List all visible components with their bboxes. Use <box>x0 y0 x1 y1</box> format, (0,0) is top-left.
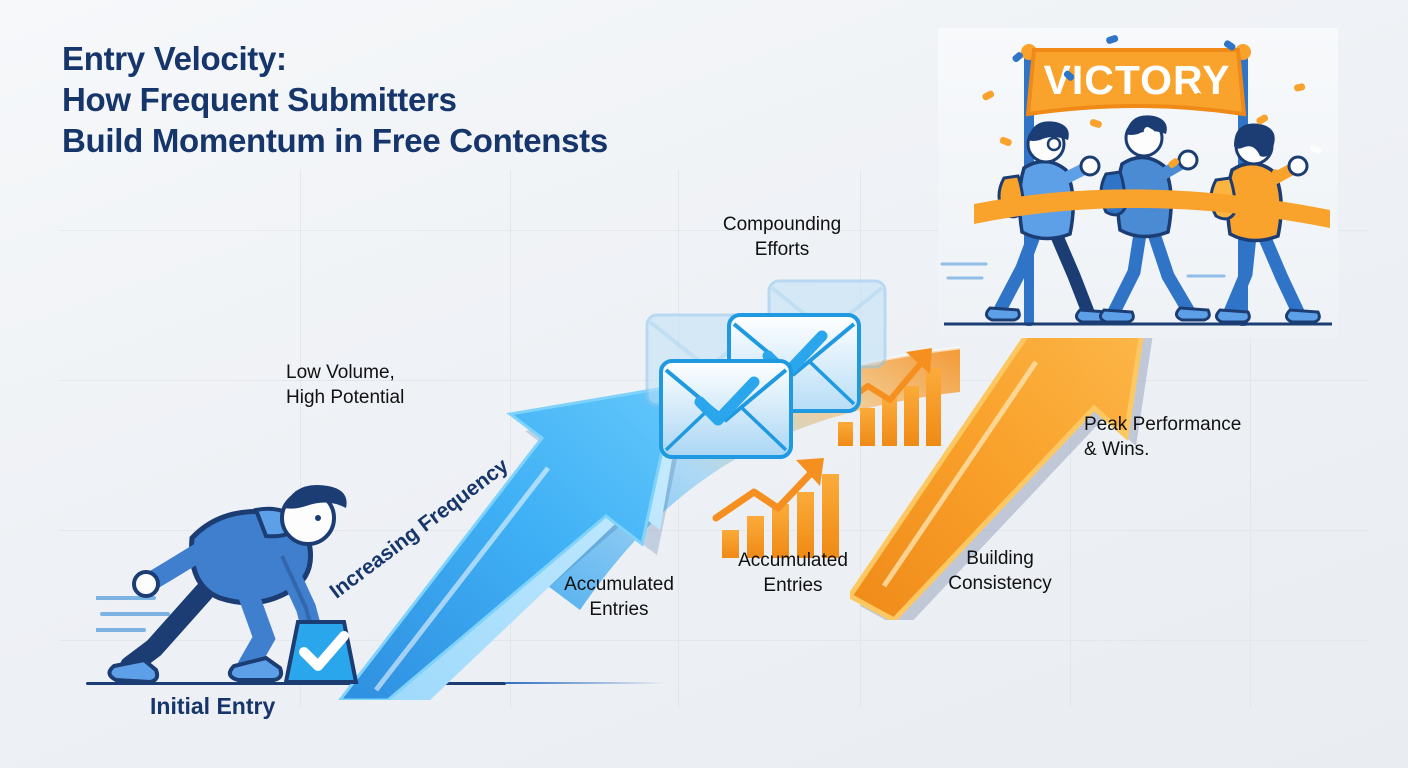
page-title: Entry Velocity: How Frequent Submitters … <box>62 38 608 161</box>
bar-chart-growth-icon-upper <box>826 342 946 451</box>
accumulated-entries-label-1: Accumulated Entries <box>564 574 674 620</box>
low-volume-label: Low Volume, High Potential <box>286 362 405 408</box>
finish-ribbon <box>974 189 1330 228</box>
envelope-check-icon-lower <box>658 358 794 460</box>
orange-growth-arrow-icon <box>850 274 1160 620</box>
runner-1 <box>985 121 1111 324</box>
title-line-3: Build Momentum in Free Contensts <box>62 122 608 159</box>
check-box-icon <box>283 620 359 684</box>
baseline-fade <box>506 682 666 684</box>
compounding-efforts-label: Compounding Efforts <box>722 214 842 260</box>
peak-performance-label: Peak Performance & Wins. <box>1084 414 1242 460</box>
title-line-1: Entry Velocity: <box>62 40 287 77</box>
initial-entry-label: Initial Entry <box>150 693 276 719</box>
title-line-2: How Frequent Submitters <box>62 81 457 118</box>
blue-growth-arrow-icon <box>338 384 689 700</box>
building-consistency-label: Building Consistency <box>948 548 1052 594</box>
confetti-icon <box>982 35 1322 178</box>
victory-scene: VICTORY <box>938 28 1338 338</box>
runner-2 <box>1099 115 1211 324</box>
accumulated-entries-label-2: Accumulated Entries <box>738 550 848 596</box>
person-placing-entry-illustration <box>96 484 347 685</box>
bar-chart-growth-icon-lower <box>706 452 846 565</box>
victory-banner <box>1025 48 1247 117</box>
